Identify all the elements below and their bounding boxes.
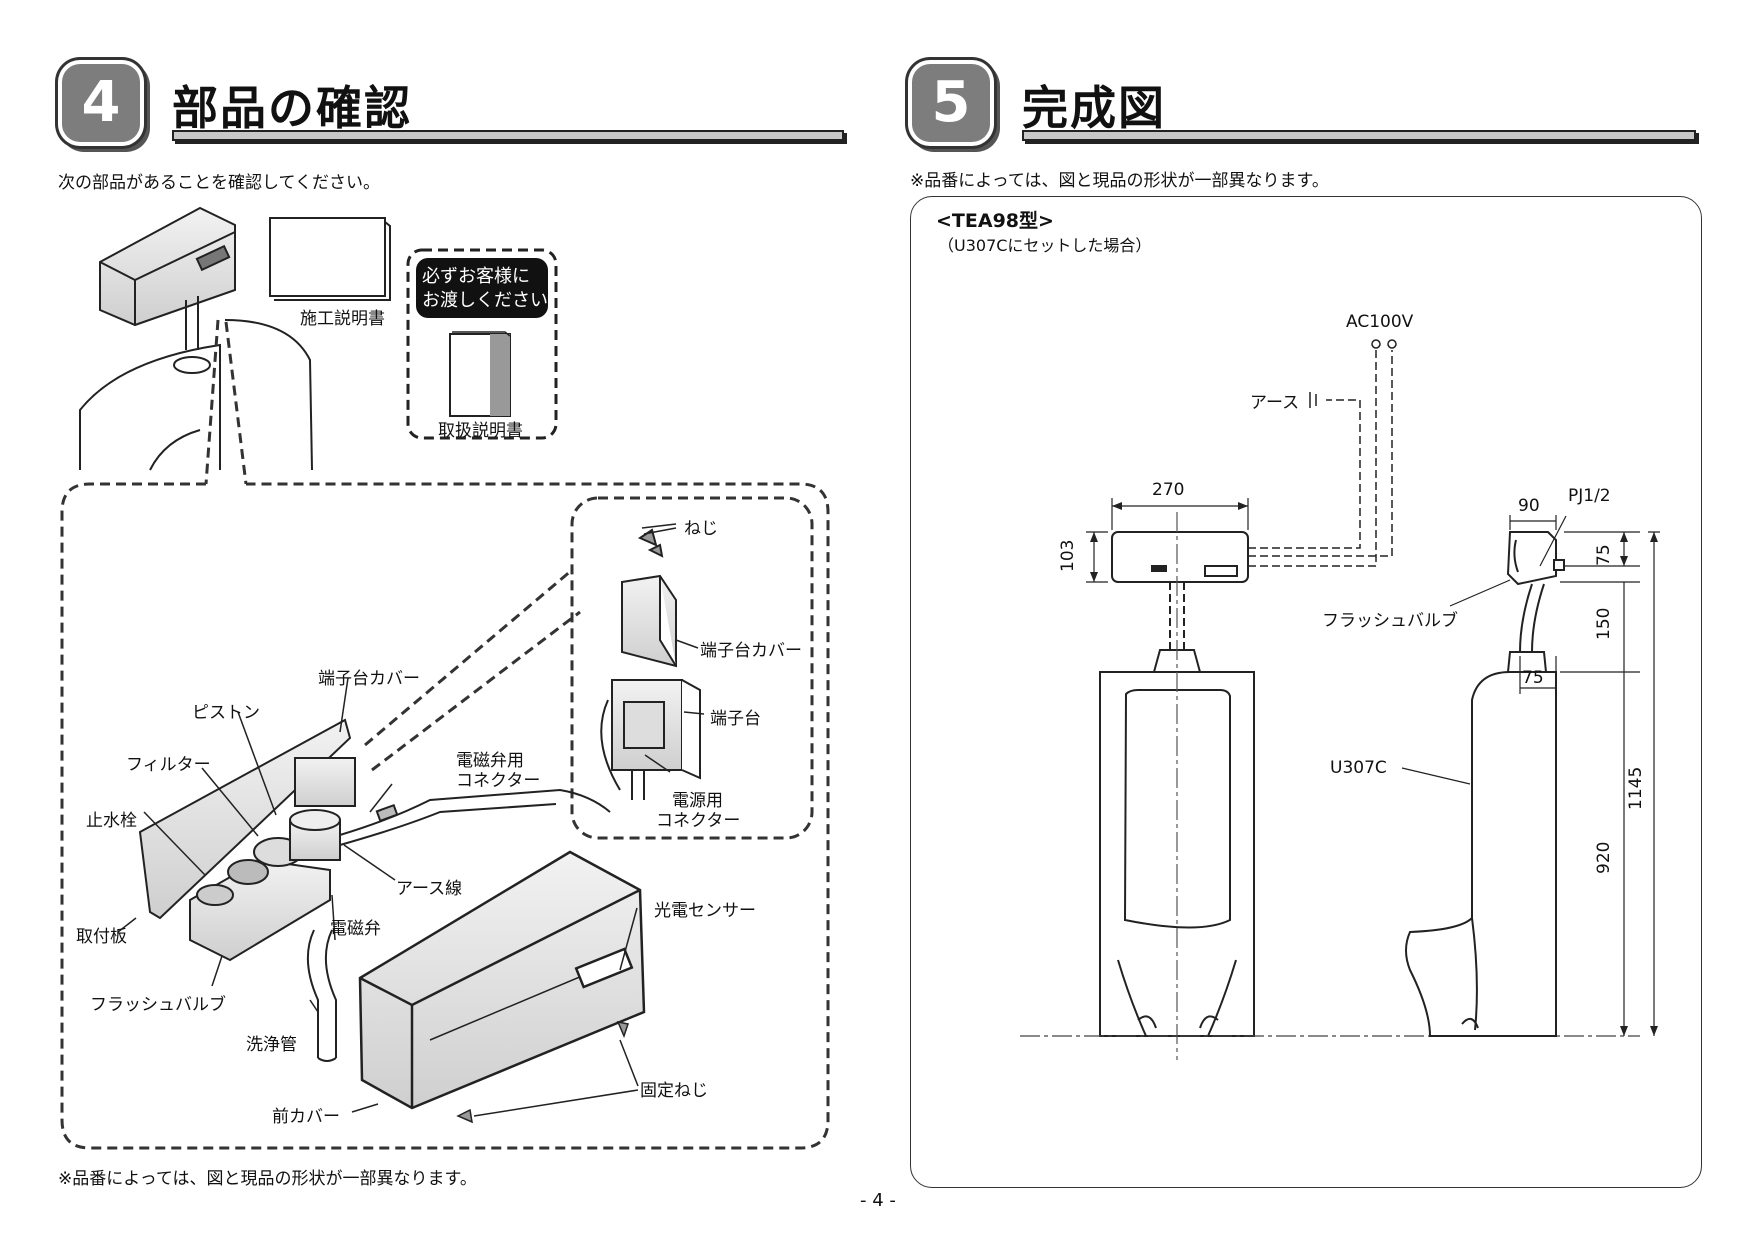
section-5-title-rule (1022, 130, 1696, 141)
wiring-lines (1248, 339, 1397, 567)
top-unit-illustration (79, 206, 313, 471)
label-fixing-screw: 固定ねじ (640, 1081, 708, 1101)
label-flush-valve-5: フラッシュバルブ (1322, 611, 1458, 631)
label-valve-connector-1: 電磁弁用 (456, 751, 524, 771)
dim-valve-drop: 150 (1594, 607, 1614, 640)
flush-valve-assembly-illustration (189, 788, 611, 1062)
label-flush-valve: フラッシュバルブ (90, 995, 226, 1015)
label-urinal: U307C (1330, 758, 1387, 778)
dim-rim-height: 920 (1594, 841, 1614, 874)
label-screw: ねじ (684, 519, 718, 539)
install-manual-label: 施工説明書 (300, 309, 385, 329)
user-manual-label: 取扱説明書 (438, 421, 523, 441)
section-4-intro: 次の部品があることを確認してください。 (58, 173, 380, 193)
exploded-view-frame (60, 482, 830, 1150)
section-4-note: ※品番によっては、図と現品の形状が一部異なります。 (58, 1169, 477, 1189)
label-stop-valve: 止水栓 (86, 811, 137, 831)
section-4-leader-lines (117, 523, 705, 1117)
page-number: - 4 - (860, 1190, 896, 1211)
label-terminal-cover: 端子台カバー (318, 669, 420, 689)
label-power-connector-1: 電源用 (672, 791, 723, 811)
label-photo-sensor: 光電センサー (654, 901, 756, 921)
section-5-number-badge: 5 (912, 64, 990, 142)
install-manual-illustration (269, 217, 391, 301)
model-subheading: （U307Cにセットした場合） (938, 236, 1152, 255)
label-piston: ピストン (192, 703, 260, 723)
label-terminal-cover-inset: 端子台カバー (700, 641, 802, 661)
front-cover-illustration (358, 850, 646, 1110)
callout-line-1: 必ずお客様に (422, 266, 530, 287)
label-pipe-thread: PJ1/2 (1568, 486, 1611, 506)
terminal-inset-parts (600, 528, 701, 800)
dim-pipe-offset: 75 (1522, 668, 1544, 688)
user-manual-callout (406, 248, 558, 440)
label-front-cover: 前カバー (272, 1107, 340, 1127)
section-5-note: ※品番によっては、図と現品の形状が一部異なります。 (910, 171, 1329, 191)
dim-width: 270 (1152, 480, 1185, 500)
label-earth-wire: アース線 (396, 879, 463, 899)
label-ac100v: AC100V (1346, 312, 1414, 332)
label-flush-pipe: 洗浄管 (246, 1035, 297, 1055)
section-4-title-rule (172, 130, 844, 141)
label-power-connector-2: コネクター (656, 811, 741, 831)
label-earth: アース (1250, 393, 1300, 413)
label-solenoid: 電磁弁 (330, 919, 381, 939)
side-view-drawing (1405, 531, 1565, 1037)
model-heading: <TEA98型> (936, 210, 1054, 232)
callout-line-2: お渡しください (422, 290, 548, 311)
label-mount-plate: 取付板 (76, 927, 127, 947)
label-terminal-block: 端子台 (710, 709, 761, 729)
label-valve-connector-2: コネクター (456, 771, 541, 791)
section-5-title: 完成図 (1022, 81, 1166, 135)
section-4-title: 部品の確認 (172, 81, 412, 135)
dim-total-height: 1145 (1626, 766, 1646, 810)
section-4-number-badge: 4 (62, 64, 140, 142)
terminal-inset-frame (570, 496, 814, 840)
dim-height: 103 (1058, 539, 1078, 572)
dim-top-offset: 75 (1594, 544, 1614, 566)
dim-depth: 90 (1518, 496, 1540, 516)
mount-plate-illustration (138, 718, 356, 920)
label-filter: フィルター (126, 755, 211, 775)
completion-drawing-frame (910, 196, 1702, 1188)
